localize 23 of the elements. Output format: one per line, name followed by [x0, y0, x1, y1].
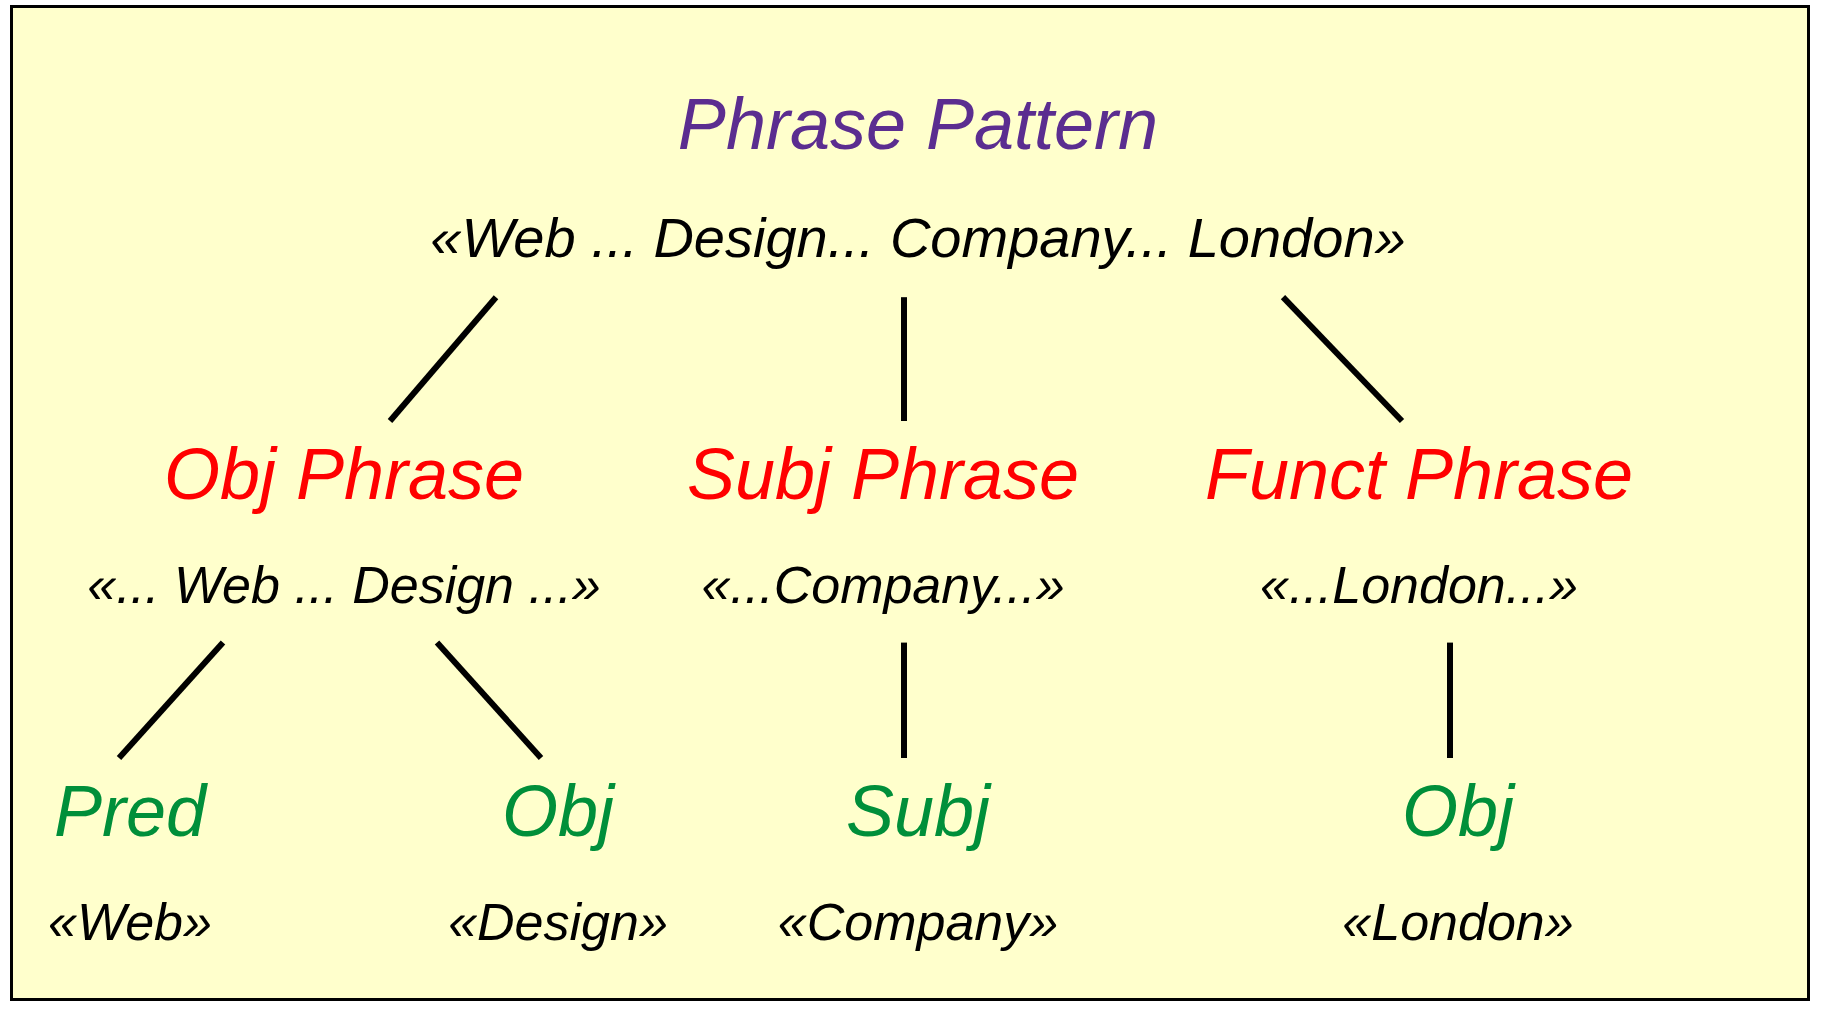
node-heading: Pred: [53, 770, 207, 853]
node-heading: Obj: [1402, 770, 1514, 853]
node-heading: Obj: [501, 770, 614, 853]
phrase-example: «... Web ... Design ...»: [87, 555, 601, 616]
connector-line: [387, 295, 499, 423]
phrase-example: «Web»: [48, 892, 212, 953]
connector-line: [901, 297, 907, 421]
node-heading: Phrase Pattern: [677, 83, 1159, 166]
phrase-example: «Company»: [777, 892, 1059, 953]
phrase-example: «...Company...»: [701, 555, 1065, 616]
phrase-example: «Design»: [448, 892, 668, 953]
node-heading: Subj: [845, 770, 991, 853]
connector-line: [1447, 642, 1453, 758]
node-heading: Funct Phrase: [1204, 433, 1634, 516]
connector-line: [434, 640, 544, 760]
phrase-example: «London»: [1342, 892, 1574, 953]
connector-line: [1280, 295, 1405, 424]
node-heading: Obj Phrase: [163, 433, 525, 516]
node-heading: Subj Phrase: [686, 433, 1080, 516]
phrase-example: «...London...»: [1260, 555, 1578, 616]
phrase-example: «Web ... Design... Company... London»: [430, 205, 1406, 271]
connector-line: [901, 642, 907, 758]
connector-line: [116, 640, 226, 760]
